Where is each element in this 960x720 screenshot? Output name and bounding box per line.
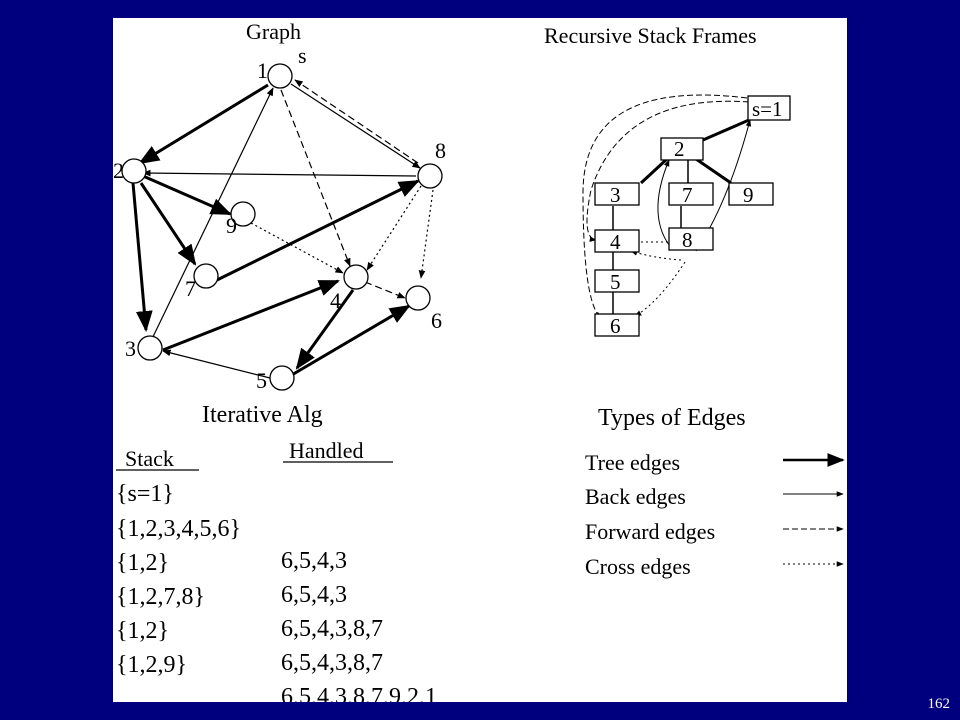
node-3	[137, 335, 163, 361]
graph-edges	[131, 79, 434, 379]
stack-header: Stack	[125, 446, 174, 471]
handled-row-6: 6,5,4,3,8,7	[281, 650, 383, 676]
frame-3	[594, 182, 640, 206]
edge-1-2	[138, 83, 269, 165]
edge-5-3	[162, 349, 271, 379]
edge-4-5	[295, 289, 355, 370]
frame-root-label: s=1	[752, 97, 783, 121]
legend-back-label: Back edges	[585, 484, 686, 509]
node-9	[230, 201, 256, 227]
node-2	[121, 158, 147, 184]
handled-row-5: 6,5,4,3,8,7	[281, 616, 383, 642]
legend-cross-label: Cross edges	[585, 554, 691, 579]
edge-8-6	[418, 189, 434, 279]
edge-1-4	[280, 89, 351, 267]
frame-9	[728, 182, 774, 206]
frame-label-4: 4	[610, 230, 621, 254]
frame-5	[594, 269, 640, 293]
node-4	[343, 264, 369, 290]
node-label-8: 8	[435, 138, 446, 163]
handled-row-4: 6,5,4,3	[281, 582, 347, 608]
stack-row-1: {s=1}	[116, 481, 174, 507]
handled-row-3: 6,5,4,3	[281, 548, 347, 574]
node-label-6: 6	[431, 308, 442, 333]
graph-nodes	[121, 63, 443, 391]
slide-panel: Graph s	[113, 18, 847, 702]
frame-4	[594, 229, 640, 253]
node-label-2: 2	[113, 158, 124, 183]
edge-5-6	[289, 304, 411, 378]
node-label-4: 4	[330, 288, 341, 313]
frame-8	[668, 227, 714, 251]
edge-1-8	[290, 83, 421, 169]
handled-row-7: 6,5,4,3,8,7,9,2,1	[281, 684, 437, 702]
node-label-3: 3	[125, 336, 136, 361]
node-label-9: 9	[226, 213, 237, 238]
stack-row-6: {1,2,9}	[116, 652, 187, 678]
frames-title: Recursive Stack Frames	[544, 23, 757, 48]
iterative-title: Iterative Alg	[202, 402, 323, 428]
frame-6	[594, 313, 640, 337]
legend-title: Types of Edges	[598, 405, 746, 431]
node-6	[405, 285, 431, 311]
node-7	[193, 263, 219, 289]
edge-4-6	[364, 281, 406, 299]
frame-label-9: 9	[743, 183, 754, 207]
frame-7	[668, 182, 714, 206]
stack-row-5: {1,2}	[116, 618, 169, 644]
edge-9-4	[250, 222, 344, 274]
frame-label-6: 6	[610, 314, 621, 338]
handled-header: Handled	[289, 438, 364, 463]
node-1	[267, 63, 293, 89]
stack-row-3: {1,2}	[116, 550, 169, 576]
frame-label-5: 5	[610, 270, 621, 294]
edge-7-8	[216, 179, 420, 282]
page-number: 162	[927, 696, 951, 712]
node-8	[417, 163, 443, 189]
edge-8-1	[294, 79, 419, 164]
frame-label-3: 3	[610, 183, 621, 207]
edge-8-2	[142, 169, 417, 177]
edge-3-1	[149, 87, 274, 344]
frame-label-2: 2	[674, 137, 685, 161]
frames-boxes	[594, 95, 791, 337]
legend-tree-label: Tree edges	[585, 450, 680, 475]
edge-3-4	[162, 279, 340, 352]
legend-samples	[783, 453, 845, 567]
graph-source-label: s	[298, 43, 307, 68]
node-label-5: 5	[256, 368, 267, 393]
frames-box-labels: s=1 2 3 7 9 4 8 5 6	[610, 97, 783, 338]
edge-2-9	[142, 174, 232, 216]
frame-label-7: 7	[682, 183, 693, 207]
graph-node-labels: 1 2 3 4 5 6 7 8 9	[113, 58, 446, 393]
stack-column: {s=1} {1,2,3,4,5,6} {1,2} {1,2,7,8} {1,2…	[116, 481, 241, 678]
edge-8-4	[366, 185, 422, 271]
node-5	[269, 365, 295, 391]
slide-diagram: Graph s	[113, 19, 845, 702]
legend-labels: Tree edges Back edges Forward edges Cros…	[585, 450, 715, 579]
edge-2-7	[139, 182, 197, 266]
frame-label-8: 8	[682, 228, 693, 252]
stack-row-2: {1,2,3,4,5,6}	[116, 516, 241, 542]
node-label-1: 1	[257, 58, 268, 83]
frame-2	[660, 137, 704, 161]
stack-row-4: {1,2,7,8}	[116, 584, 205, 610]
node-label-7: 7	[185, 276, 196, 301]
graph-title: Graph	[246, 19, 301, 44]
legend-forward-label: Forward edges	[585, 519, 715, 544]
handled-column: 6,5,4,3 6,5,4,3 6,5,4,3,8,7 6,5,4,3,8,7 …	[281, 548, 437, 702]
frame-root	[747, 95, 791, 121]
edge-2-3	[131, 182, 153, 333]
